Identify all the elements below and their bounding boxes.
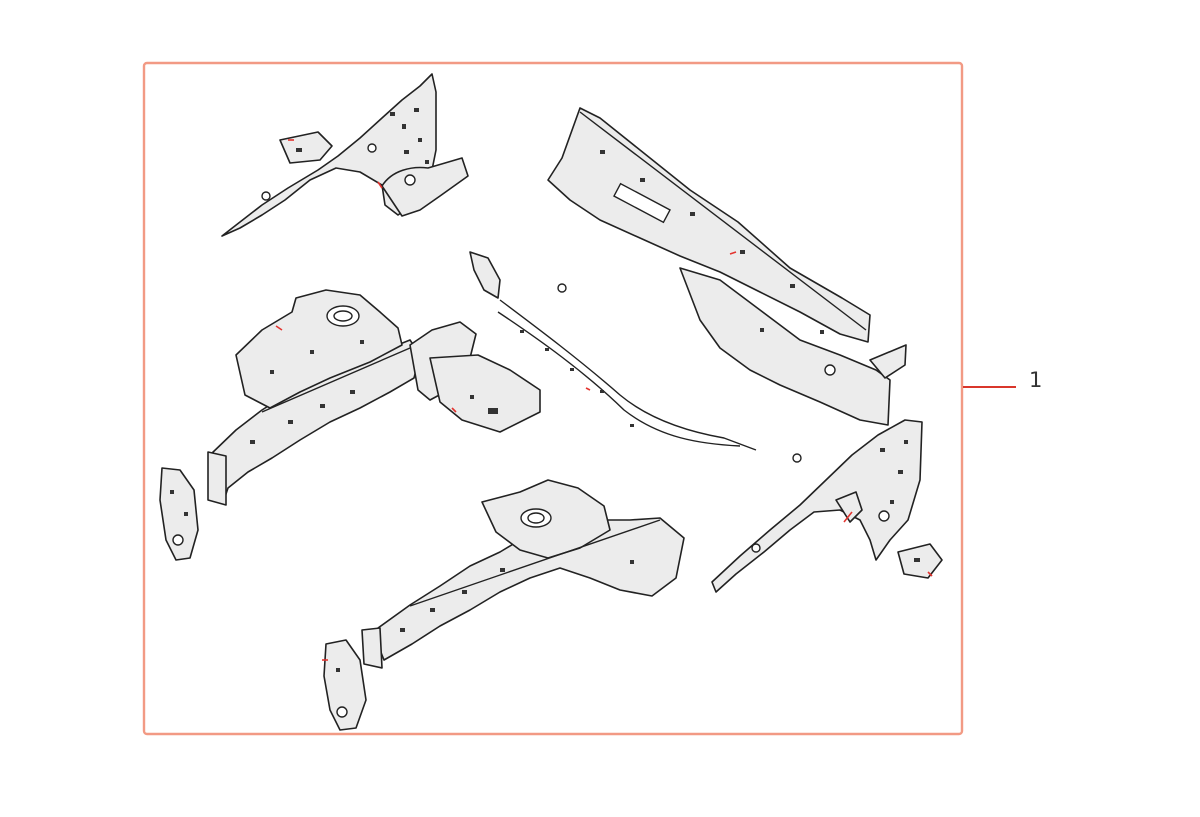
upper-left-wheelhouse-panel xyxy=(221,73,469,237)
center-crossmember xyxy=(469,251,802,463)
left-front-side-member xyxy=(159,289,541,561)
right-front-side-member xyxy=(322,479,685,731)
callout-number: 1 xyxy=(1029,368,1043,392)
cowl-panel xyxy=(547,107,907,426)
assembly-frame xyxy=(142,61,964,736)
right-wheelhouse-panel xyxy=(711,419,943,593)
